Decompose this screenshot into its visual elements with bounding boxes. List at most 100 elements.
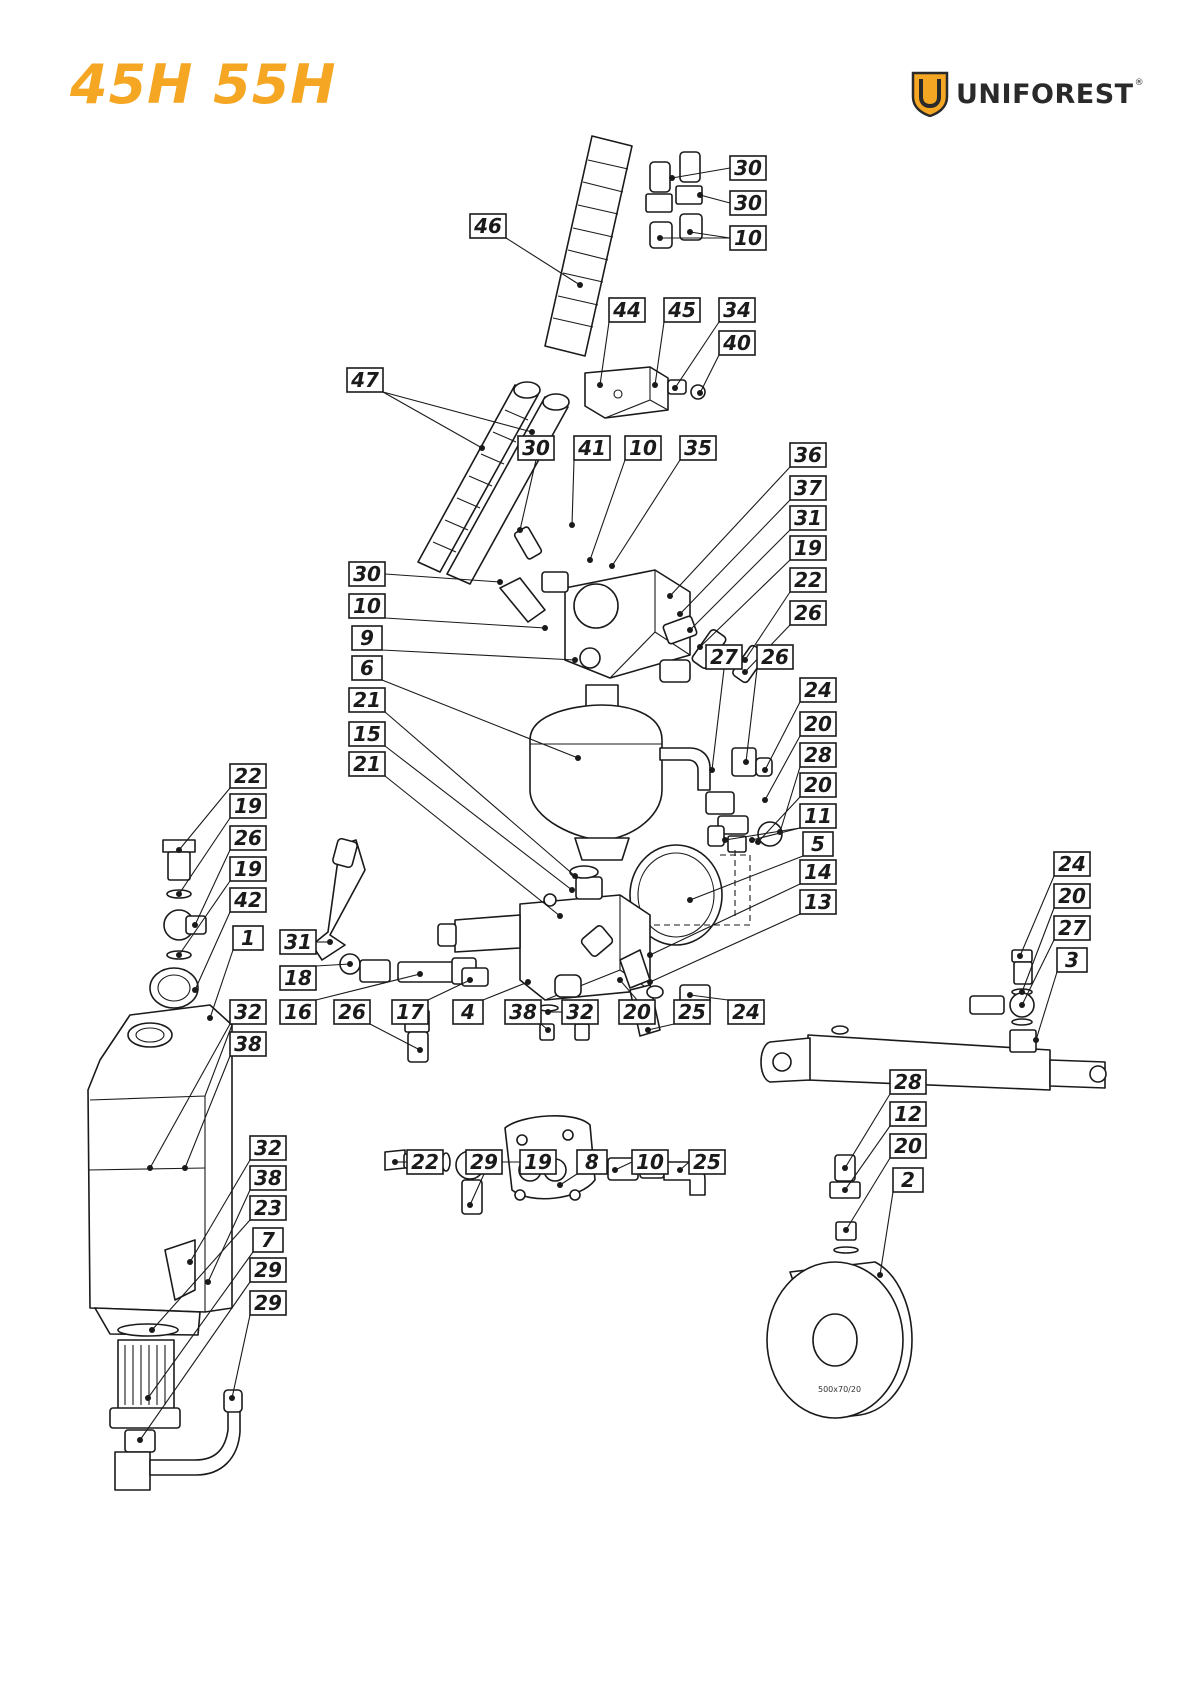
callout-number: 45 <box>667 298 696 322</box>
callout-21: 21 <box>349 688 385 712</box>
callout-22: 22 <box>407 1150 443 1174</box>
small-valve-block-part <box>585 367 705 418</box>
leader-line <box>385 574 500 582</box>
leader-dot <box>672 385 678 391</box>
oil-tank-part <box>88 1005 232 1335</box>
leader-dot <box>545 1027 551 1033</box>
leader-dot <box>1017 953 1023 959</box>
callout-45: 45 <box>664 298 700 322</box>
leader-dot <box>609 563 615 569</box>
callout-number: 22 <box>234 764 262 788</box>
leader-line <box>179 788 230 850</box>
leader-dot <box>647 979 653 985</box>
callout-number: 5 <box>811 832 825 856</box>
leader-dot <box>647 952 653 958</box>
leader-dot <box>697 644 703 650</box>
callout-number: 4 <box>460 1000 475 1024</box>
callout-number: 10 <box>734 226 762 250</box>
callout-30: 30 <box>730 191 766 215</box>
callout-27: 27 <box>1054 916 1090 940</box>
leader-dot <box>187 1259 193 1265</box>
callout-number: 21 <box>353 752 381 776</box>
leader-dot <box>417 971 423 977</box>
callout-20: 20 <box>800 773 836 797</box>
callout-number: 21 <box>353 688 381 712</box>
leader-dot <box>497 579 503 585</box>
callout-number: 14 <box>804 860 832 884</box>
callout-number: 28 <box>804 743 832 767</box>
callout-number: 44 <box>612 298 641 322</box>
leader-line <box>700 560 790 647</box>
leader-line <box>382 650 575 660</box>
leader-dot <box>645 1027 651 1033</box>
callout-number: 35 <box>684 436 712 460</box>
callout-number: 11 <box>804 804 832 828</box>
leader-dot <box>557 1182 563 1188</box>
callout-number: 12 <box>894 1102 922 1126</box>
callout-number: 20 <box>623 1000 651 1024</box>
leader-dot <box>176 891 182 897</box>
callout-number: 30 <box>734 191 762 215</box>
callout-20: 20 <box>619 1000 655 1024</box>
callout-number: 19 <box>794 536 822 560</box>
callout-number: 26 <box>761 645 789 669</box>
callout-number: 47 <box>350 368 379 392</box>
hydraulic-cylinder-part <box>761 950 1106 1090</box>
callout-20: 20 <box>890 1134 926 1158</box>
callout-31: 31 <box>280 930 316 954</box>
callout-21: 21 <box>349 752 385 776</box>
callout-number: 24 <box>1058 852 1086 876</box>
callout-24: 24 <box>1054 852 1090 876</box>
leader-dot <box>192 987 198 993</box>
leader-line <box>383 392 482 448</box>
leader-dot <box>762 767 768 773</box>
callout-36: 36 <box>790 443 826 467</box>
leader-line <box>712 669 724 770</box>
leader-dot <box>192 922 198 928</box>
callout-number: 13 <box>804 890 832 914</box>
top-fittings-part <box>646 152 702 248</box>
callout-number: 22 <box>794 568 822 592</box>
leader-dot <box>417 1047 423 1053</box>
leader-line <box>590 460 625 560</box>
leader-dot <box>657 235 663 241</box>
callout-30: 30 <box>518 436 554 460</box>
callout-19: 19 <box>520 1150 556 1174</box>
callout-number: 40 <box>722 331 751 355</box>
callout-42: 42 <box>230 888 266 912</box>
leader-line <box>700 195 730 203</box>
callout-40: 40 <box>719 331 755 355</box>
callout-28: 28 <box>800 743 836 767</box>
counter-weight-part: 500x70/20 <box>767 1155 912 1418</box>
accumulator-part <box>530 685 710 860</box>
callout-number: 25 <box>678 1000 706 1024</box>
leader-dot <box>617 977 623 983</box>
leader-dot <box>176 952 182 958</box>
callout-25: 25 <box>689 1150 725 1174</box>
callout-26: 26 <box>334 1000 370 1024</box>
leader-dot <box>762 797 768 803</box>
callout-22: 22 <box>790 568 826 592</box>
callout-27: 27 <box>706 645 742 669</box>
leader-dot <box>347 961 353 967</box>
callout-19: 19 <box>790 536 826 560</box>
callout-37: 37 <box>790 476 826 500</box>
leader-dot <box>572 873 578 879</box>
leader-dot <box>669 175 675 181</box>
callout-number: 20 <box>1058 884 1086 908</box>
leader-dot <box>709 767 715 773</box>
leader-dot <box>687 229 693 235</box>
leader-line <box>880 1192 893 1275</box>
callout-2: 2 <box>893 1168 923 1192</box>
callout-25: 25 <box>674 1000 710 1024</box>
callout-10: 10 <box>632 1150 668 1174</box>
callout-number: 15 <box>353 722 381 746</box>
callout-12: 12 <box>890 1102 926 1126</box>
callout-number: 18 <box>284 966 312 990</box>
callout-26: 26 <box>230 826 266 850</box>
leader-dot <box>697 192 703 198</box>
callout-number: 26 <box>234 826 262 850</box>
callout-number: 38 <box>509 1000 537 1024</box>
